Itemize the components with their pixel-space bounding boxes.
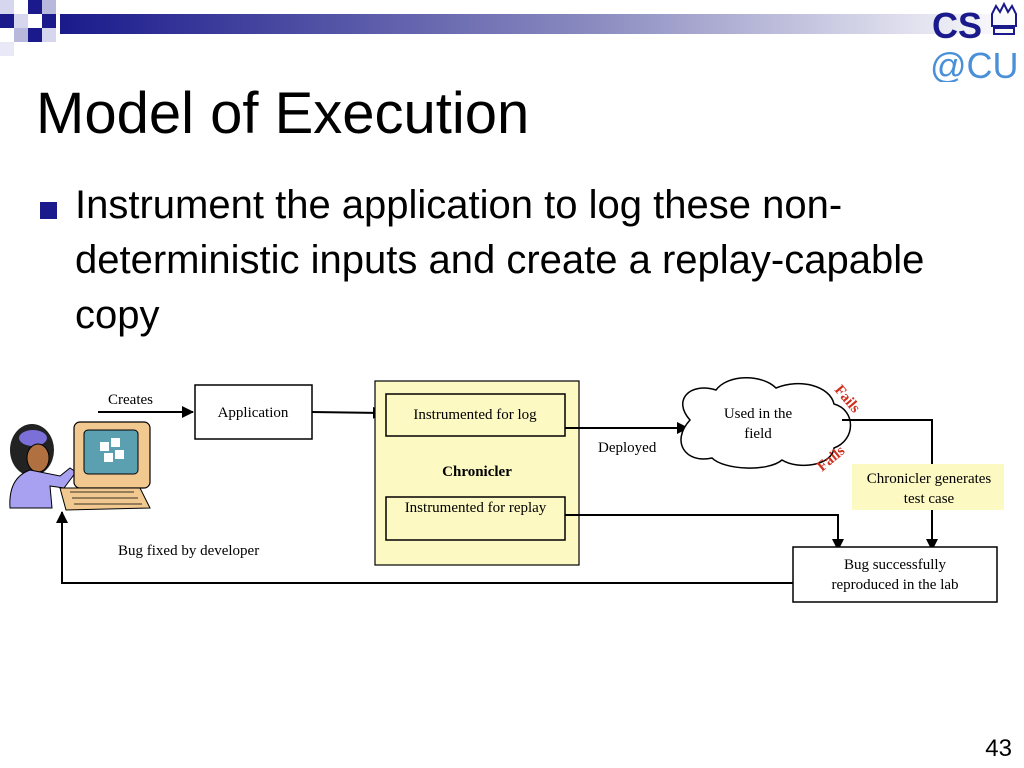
generates-line1: Chronicler generates — [867, 471, 992, 487]
used-in-field-cloud — [680, 377, 852, 469]
instrumented-log-label: Instrumented for log — [413, 407, 537, 423]
bullet-marker — [40, 202, 57, 219]
developer-at-computer-icon — [9, 421, 151, 511]
instrumented-log-box — [385, 393, 566, 437]
chronicler-label: Chronicler — [442, 464, 512, 480]
application-label: Application — [218, 405, 289, 421]
slide-title: Model of Execution — [36, 81, 530, 146]
deployed-label: Deployed — [598, 440, 657, 456]
bullet-text: Instrument the application to log these … — [75, 183, 925, 337]
bug-fixed-label: Bug fixed by developer — [118, 543, 259, 559]
page-number: 43 — [985, 735, 1012, 762]
creates-label: Creates — [108, 392, 153, 408]
instrumented-replay-box — [385, 496, 566, 541]
logo-top-text: CS — [932, 5, 982, 46]
cs-at-cu-logo: CS @CU — [930, 2, 1019, 82]
bug-repro-line2: reproduced in the lab — [831, 577, 958, 593]
generates-test-case-box — [852, 464, 1004, 510]
logo-bottom-text: @CU — [930, 45, 1019, 82]
used-in-field-line2: field — [744, 426, 772, 442]
bug-repro-line1: Bug successfully — [844, 557, 947, 573]
bug-reproduced-box — [792, 546, 998, 603]
instrumented-replay-label: Instrumented for replay — [404, 500, 547, 516]
application-box — [194, 384, 313, 440]
header-decoration — [0, 0, 1024, 56]
generates-line2: test case — [904, 491, 955, 507]
execution-model-diagram: Creates Application Instrumented for log… — [9, 377, 1004, 603]
used-in-field-line1: Used in the — [724, 406, 793, 422]
